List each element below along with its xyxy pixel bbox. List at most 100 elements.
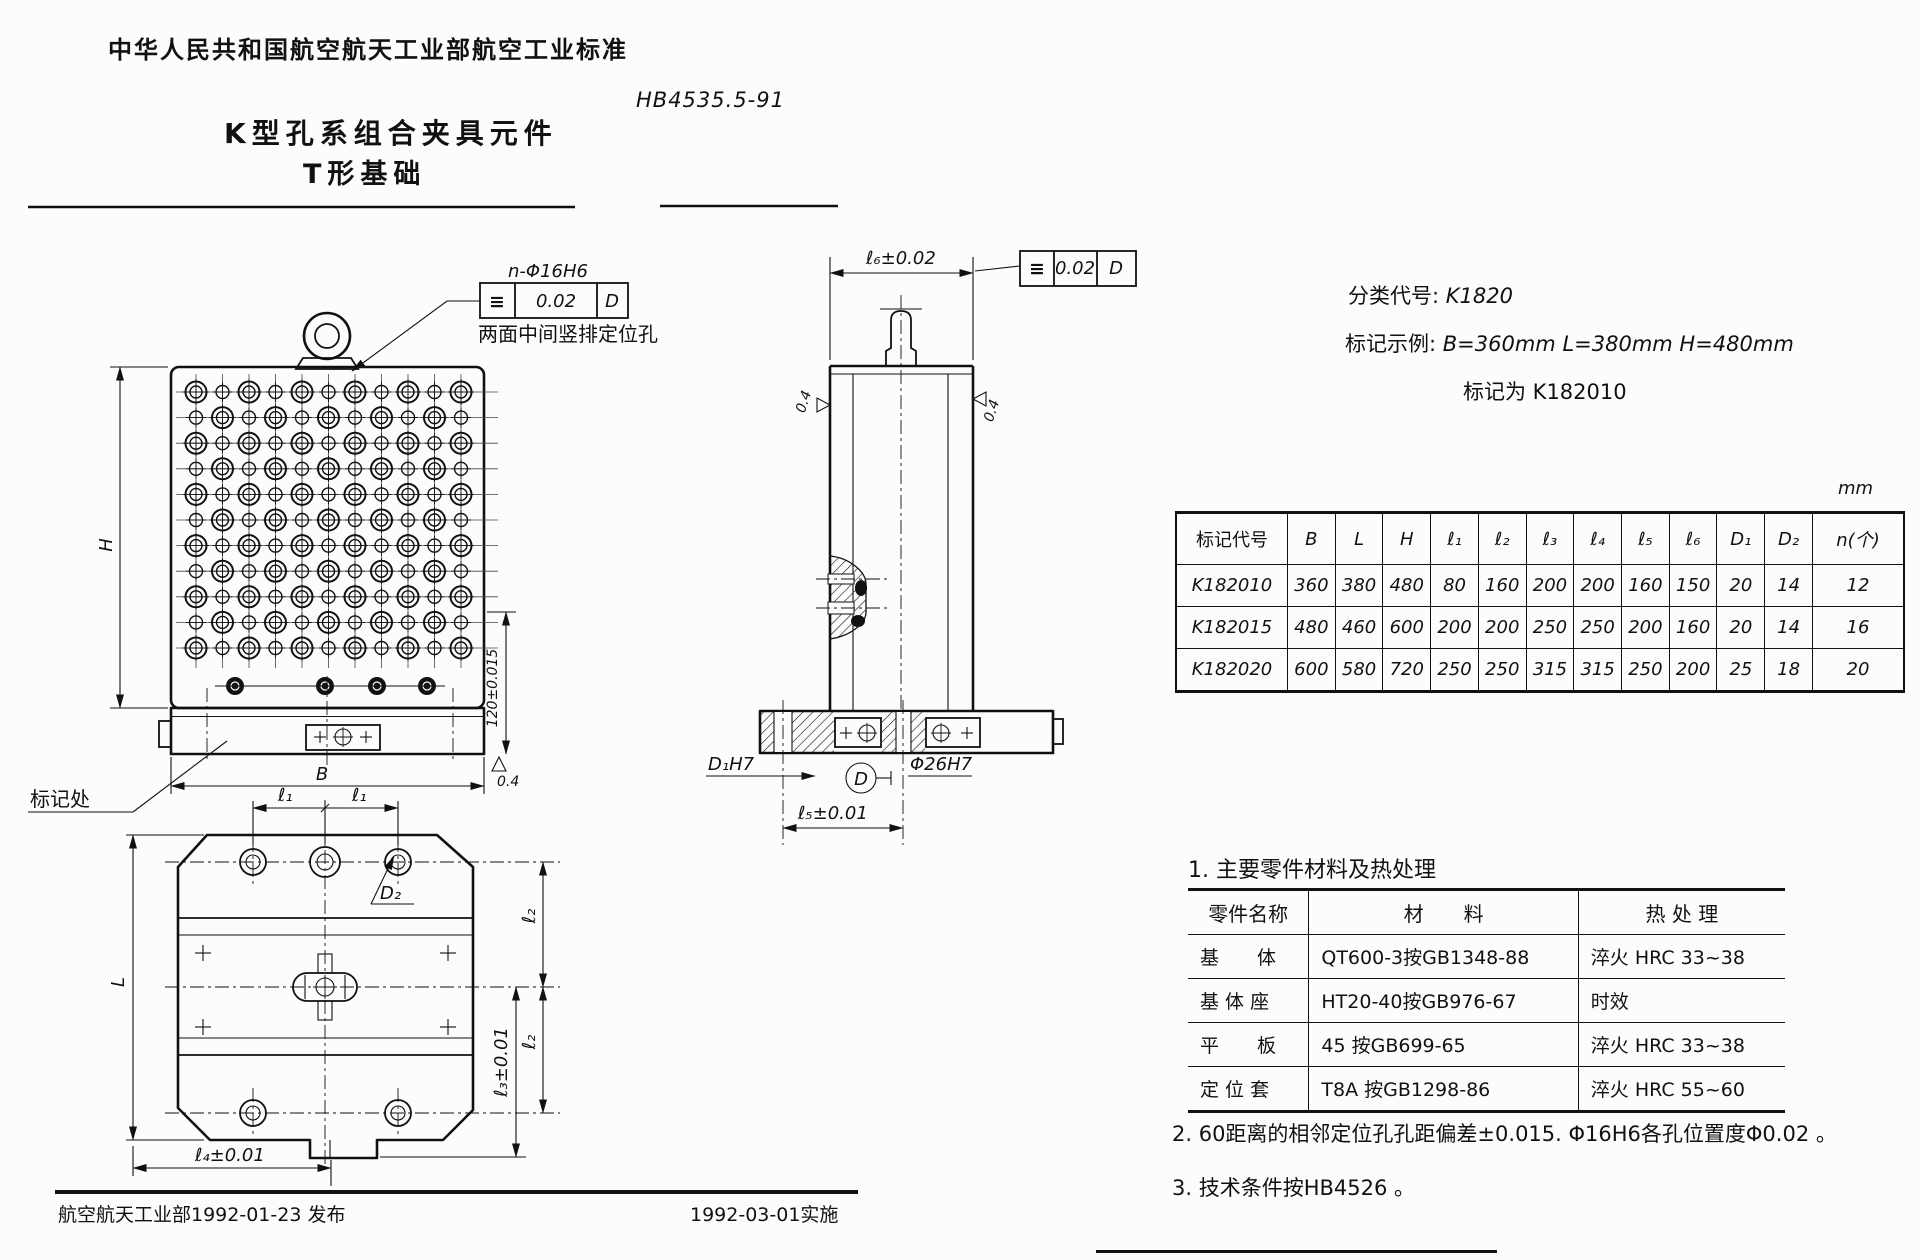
plan-dim-l2-bottom: ℓ₂ [519, 1035, 540, 1051]
col-header: B [1287, 512, 1336, 565]
callout-fcf-datum: D [605, 291, 619, 312]
table-cell: 200 [1430, 606, 1479, 649]
table-cell: 25 [1716, 648, 1766, 692]
callout-note: 两面中间竖排定位孔 [478, 322, 658, 346]
plan-view-linework [126, 800, 560, 1186]
table-cell: 160 [1621, 564, 1670, 607]
table-cell: 360 [1287, 564, 1336, 607]
side-dim-l6: ℓ₆±0.02 [865, 248, 936, 269]
table-cell: 20 [1812, 648, 1905, 692]
col-header: n(个) [1812, 512, 1905, 565]
note-3: 3. 技术条件按HB4526 。 [1172, 1176, 1416, 1200]
table-cell: 淬火 HRC 33~38 [1577, 1022, 1785, 1067]
side-dim-l5: ℓ₅±0.01 [797, 803, 868, 824]
footer-effective-date: 1992-03-01实施 [690, 1204, 839, 1226]
table-cell: 16 [1812, 606, 1905, 649]
table-cell: 250 [1430, 648, 1479, 692]
table-cell: 315 [1525, 648, 1575, 692]
table-cell: 定 位 套 [1188, 1066, 1309, 1112]
col-header: ℓ₅ [1621, 512, 1670, 565]
table-cell: QT600-3按GB1348-88 [1308, 934, 1579, 979]
front-dim-b: B [316, 764, 328, 785]
table-cell: 720 [1382, 648, 1432, 692]
footer-rule [55, 1190, 858, 1194]
table-cell: 250 [1525, 606, 1575, 649]
standard-code: HB4535.5-91 [636, 88, 785, 112]
standard-org-title: 中华人民共和国航空航天工业部航空工业标准 [108, 36, 628, 64]
side-dim-d1: D₁H7 [708, 754, 755, 775]
side-fcf-datum: D [1109, 258, 1123, 279]
side-datum-label: D [854, 769, 868, 790]
col-header: D₂ [1764, 512, 1813, 565]
material-table-header-row: 零件名称材 料热 处 理 [1188, 889, 1785, 935]
table-cell: 160 [1477, 564, 1527, 607]
front-finish-value: 0.4 [497, 774, 519, 790]
plan-dim-l1-right: ℓ₁ [351, 785, 367, 806]
table-cell: 20 [1716, 606, 1766, 649]
hole-grid [176, 374, 498, 695]
plan-dim-d2: D₂ [380, 883, 401, 904]
callout-fcf-symbol: ≡ [489, 291, 505, 313]
side-finish-left: 0.4 [793, 389, 815, 415]
front-view: H B 120±0.015 0.4 标记处 n-Φ16H6 ≡ 0.02 D 两… [28, 261, 658, 813]
table-cell: 600 [1382, 606, 1432, 649]
material-section-heading: 1. 主要零件材料及热处理 [1188, 858, 1436, 883]
col-header: D₁ [1716, 512, 1766, 565]
plan-dim-l4: ℓ₄±0.01 [194, 1145, 265, 1166]
table-cell: 20 [1716, 564, 1766, 607]
plan-dim-l1-left: ℓ₁ [277, 785, 293, 806]
table-cell: 14 [1764, 606, 1813, 649]
col-header: ℓ₁ [1430, 512, 1479, 565]
plan-dim-l3: ℓ₃±0.01 [491, 1027, 512, 1098]
table-cell: T8A 按GB1298-86 [1308, 1066, 1579, 1112]
front-view-linework [28, 282, 629, 813]
side-fcf-tolerance: 0.02 [1055, 258, 1095, 279]
note-2: 2. 60距离的相邻定位孔孔距偏差±0.015. Φ16H6各孔位置度Φ0.02… [1172, 1122, 1837, 1146]
table-cell: 淬火 HRC 55~60 [1577, 1066, 1785, 1112]
col-header: L [1334, 512, 1384, 565]
table-cell: 480 [1287, 606, 1336, 649]
table-cell: K182020 [1175, 648, 1288, 692]
col-header: 标记代号 [1175, 512, 1288, 565]
plan-dim-l2-top: ℓ₂ [519, 909, 540, 925]
table-cell: 淬火 HRC 33~38 [1577, 934, 1785, 979]
col-header: ℓ₃ [1525, 512, 1575, 565]
marking-example-label: 标记示例: [1345, 332, 1437, 356]
front-dim-base-height: 120±0.015 [485, 649, 501, 728]
side-fcf-symbol: ≡ [1029, 258, 1045, 280]
table-cell: 580 [1334, 648, 1384, 692]
marking-example-value: B=360mm L=380mm H=480mm [1442, 332, 1794, 356]
table-cell: 时效 [1577, 978, 1785, 1023]
page-subtitle: T形基础 [303, 159, 427, 190]
front-mark-label: 标记处 [30, 787, 90, 811]
table-cell: 14 [1764, 564, 1813, 607]
table-cell: 160 [1668, 606, 1718, 649]
unit-label: mm [1838, 478, 1874, 499]
table-cell: HT20-40按GB976-67 [1308, 978, 1579, 1023]
table-cell: 200 [1668, 648, 1718, 692]
table-cell: 250 [1621, 648, 1670, 692]
col-header: ℓ₂ [1477, 512, 1527, 565]
footer-issue-date: 航空航天工业部1992-01-23 发布 [58, 1204, 346, 1226]
classification-value: K1820 [1445, 284, 1513, 308]
col-header: 零件名称 [1188, 889, 1309, 935]
table-cell: 200 [1621, 606, 1670, 649]
front-dim-h: H [96, 538, 117, 552]
col-header: 材 料 [1308, 889, 1579, 935]
side-view: ℓ₆±0.02 ≡ 0.02 D 0.4 0.4 D₁H7 D Φ26H7 ℓ₅… [706, 248, 1137, 845]
classification-label: 分类代号: [1348, 284, 1440, 308]
plan-view: ℓ₁ ℓ₁ D₂ L ℓ₂ ℓ₂ ℓ₃±0.01 ℓ₄±0.01 [108, 785, 560, 1186]
marking-example-line: 标记示例: B=360mm L=380mm H=480mm [1345, 328, 1794, 358]
table-cell: 480 [1382, 564, 1432, 607]
table-cell: K182010 [1175, 564, 1288, 607]
table-cell: 18 [1764, 648, 1813, 692]
